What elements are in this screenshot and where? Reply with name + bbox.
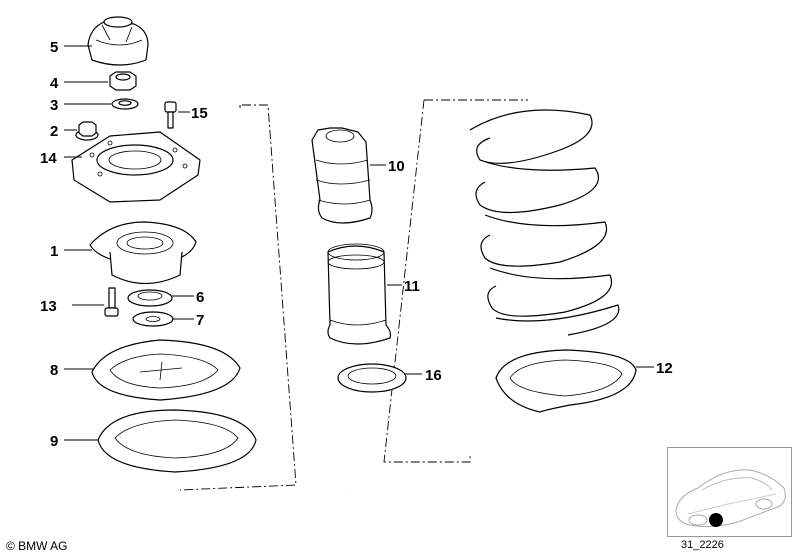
part-3-washer bbox=[111, 98, 139, 110]
vehicle-locator-thumbnail bbox=[667, 447, 792, 537]
part-15-bolt bbox=[164, 101, 177, 129]
assembly-bracket-lines bbox=[179, 99, 528, 491]
callout-10: 10 bbox=[388, 158, 405, 175]
part-11-dust-boot bbox=[327, 243, 392, 345]
callout-14: 14 bbox=[40, 150, 57, 167]
callout-7: 7 bbox=[196, 312, 204, 329]
callout-3: 3 bbox=[50, 97, 58, 114]
callout-6: 6 bbox=[196, 289, 204, 306]
part-14-mount-plate bbox=[71, 131, 201, 203]
part-9-lower-spring-pad bbox=[97, 409, 257, 473]
callout-1: 1 bbox=[50, 243, 58, 260]
part-8-upper-spring-pad bbox=[91, 339, 241, 401]
part-10-bump-stop bbox=[311, 127, 373, 224]
callout-9: 9 bbox=[50, 433, 58, 450]
part-2-flange-nut bbox=[75, 121, 99, 141]
part-7-washer bbox=[132, 311, 174, 327]
callout-8: 8 bbox=[50, 362, 58, 379]
part-13-bolt bbox=[104, 287, 119, 317]
callout-2: 2 bbox=[50, 123, 58, 140]
callout-5: 5 bbox=[50, 39, 58, 56]
callout-4: 4 bbox=[50, 75, 59, 92]
coil-spring bbox=[469, 109, 620, 336]
callout-12: 12 bbox=[656, 360, 673, 377]
car-outline-icon bbox=[675, 469, 786, 528]
part-4-nut bbox=[109, 71, 137, 91]
callout-16: 16 bbox=[425, 367, 442, 384]
callout-13: 13 bbox=[40, 298, 57, 315]
callout-labels: 5 4 3 15 2 14 1 6 13 7 8 9 10 11 16 12 bbox=[40, 39, 673, 450]
part-12-lower-spring-seat bbox=[495, 349, 637, 413]
leader-lines bbox=[64, 45, 654, 441]
copyright-text: © BMW AG bbox=[6, 539, 68, 553]
position-marker-icon bbox=[709, 513, 723, 527]
part-16-retaining-ring bbox=[337, 363, 407, 393]
part-5-top-cap bbox=[87, 16, 149, 66]
callout-11: 11 bbox=[404, 278, 420, 295]
part-1-bearing-seat bbox=[89, 221, 197, 284]
diagram-reference-code: 31_2226 bbox=[681, 539, 724, 551]
part-6-bearing bbox=[127, 289, 173, 307]
callout-15: 15 bbox=[191, 105, 208, 122]
